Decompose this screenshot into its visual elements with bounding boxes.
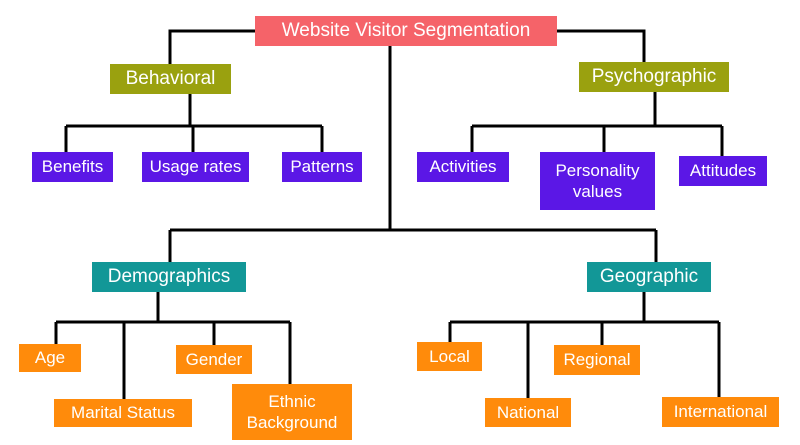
psychographic-node: Psychographic: [579, 62, 729, 92]
behavioral-node: Behavioral: [110, 64, 231, 94]
connector-root-behavioral: [168, 29, 255, 64]
root-node: Website Visitor Segmentation: [255, 16, 557, 46]
personality-values-node: Personality values: [540, 152, 655, 210]
benefits-node: Benefits: [32, 152, 113, 182]
gender-node: Gender: [176, 345, 252, 374]
patterns-node: Patterns: [282, 152, 362, 182]
international-node: International: [662, 397, 779, 427]
activities-node: Activities: [417, 152, 509, 182]
attitudes-node: Attitudes: [679, 156, 767, 186]
connector-root-psychographic: [557, 29, 646, 62]
marital-status-node: Marital Status: [54, 399, 192, 427]
age-node: Age: [19, 344, 81, 372]
regional-node: Regional: [554, 345, 640, 375]
usage-rates-node: Usage rates: [142, 152, 249, 182]
ethnic-background-node: Ethnic Background: [232, 384, 352, 440]
geographic-node: Geographic: [587, 262, 711, 292]
national-node: National: [485, 398, 571, 427]
local-node: Local: [417, 342, 482, 371]
demographics-node: Demographics: [92, 262, 246, 292]
